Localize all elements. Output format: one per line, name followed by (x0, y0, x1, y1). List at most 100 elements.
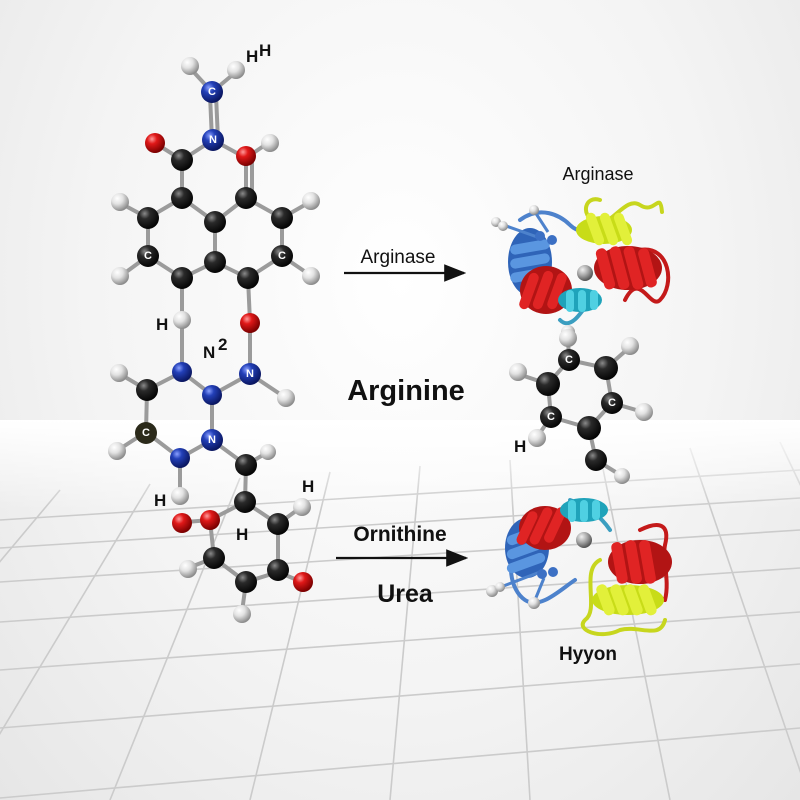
oxygen-atom (293, 572, 313, 592)
carbon-atom (267, 513, 289, 535)
atom-letter: N (208, 434, 216, 446)
helix-red-right (608, 540, 672, 584)
nitrogen-atom (202, 385, 222, 405)
carbon-atom (204, 251, 226, 273)
helix-cyan (558, 288, 602, 312)
nitrogen-atom (172, 362, 192, 382)
carbon-atom-labeled (135, 422, 157, 444)
atom-letter: C (565, 354, 573, 366)
nitrogen-atom (201, 429, 223, 451)
nitrogen-label-superscript: 2 (218, 335, 227, 354)
carbon-atom (237, 267, 259, 289)
carbon-atom-labeled (540, 406, 562, 428)
atom-letter: C (278, 250, 286, 262)
carbon-atom (235, 187, 257, 209)
hydrogen-atom (559, 329, 577, 347)
hydrogen-atom (108, 442, 126, 460)
nitrogen-atom (202, 129, 224, 151)
hydrogen-atom (621, 337, 639, 355)
helix-cyan (560, 498, 608, 522)
nitrogen-atom (239, 363, 261, 385)
atom-letter: C (608, 397, 616, 409)
helix-yellow (592, 584, 664, 616)
carbon-atom (594, 356, 618, 380)
nitrogen-atom (170, 448, 190, 468)
hydrogen-atom (277, 389, 295, 407)
protein-label-arginase: Arginase (562, 164, 633, 184)
hydrogen-atom (181, 57, 199, 75)
atom-letter: C (144, 250, 152, 262)
carbon-atom (136, 379, 158, 401)
carbon-atom (203, 547, 225, 569)
oxygen-atom (145, 133, 165, 153)
helix-red-right (594, 246, 662, 290)
diagram-title: Arginine (347, 375, 465, 407)
hydrogen-atom (635, 403, 653, 421)
hydrogen-atom (614, 468, 630, 484)
oxygen-atom (236, 146, 256, 166)
carbon-atom-labeled (137, 245, 159, 267)
hydrogen-label: H (154, 491, 166, 510)
atom-letter: C (142, 427, 150, 439)
carbon-atom (171, 187, 193, 209)
carbon-atom (585, 449, 607, 471)
hydrogen-atom (302, 192, 320, 210)
left-molecule: C N C C (108, 41, 320, 623)
carbon-atom (271, 207, 293, 229)
helix-red-left (516, 506, 571, 550)
hydrogen-label: H (236, 525, 248, 544)
arrow-label-ornithine: Ornithine (353, 523, 446, 546)
arrow-label-arginase: Arginase (361, 247, 436, 268)
hydrogen-atom (227, 61, 245, 79)
nitrogen-label: N (203, 343, 215, 362)
atom-letter: C (208, 86, 216, 98)
oxygen-atom (240, 313, 260, 333)
carbon-atom (234, 491, 256, 513)
arrow-label-urea: Urea (377, 580, 434, 608)
reaction-arrow-2: Ornithine Urea (336, 523, 469, 608)
hydrogen-label: H (259, 41, 271, 60)
hydrogen-atom (179, 560, 197, 578)
carbon-atom (267, 559, 289, 581)
hydrogen-atom (260, 444, 276, 460)
hydrogen-atom (173, 311, 191, 329)
hydrogen-atom (111, 267, 129, 285)
hydrogen-atom (528, 429, 546, 447)
carbon-atom-labeled (558, 349, 580, 371)
protein-arginase: Arginase (491, 164, 671, 339)
protein-ligand-atoms (486, 532, 592, 609)
hydrogen-label: H (156, 315, 168, 334)
carbon-atom-labeled (271, 245, 293, 267)
floor-fade (0, 420, 800, 510)
carbon-atom (204, 211, 226, 233)
carbon-atom (171, 267, 193, 289)
protein-hyyon: Hyyon (486, 498, 672, 665)
carbon-atom (235, 571, 257, 593)
carbon-atom (536, 372, 560, 396)
right-molecule: C C C H (509, 329, 653, 484)
atom-letter: C (547, 411, 555, 423)
carbon-atom (137, 207, 159, 229)
hydrogen-atom (261, 134, 279, 152)
hydrogen-atom (171, 487, 189, 505)
carbon-atom (235, 454, 257, 476)
oxygen-atom (200, 510, 220, 530)
carbon-atom (171, 149, 193, 171)
helix-yellow (576, 212, 633, 246)
left-molecule-atoms: C N C C (108, 57, 320, 623)
reaction-arrow-1: Arginase (344, 247, 467, 282)
hydrogen-atom (302, 267, 320, 285)
carbon-atom-labeled (201, 81, 223, 103)
hydrogen-label: H (246, 47, 258, 66)
hydrogen-label: H (302, 477, 314, 496)
hydrogen-atom (110, 364, 128, 382)
hydrogen-atom (509, 363, 527, 381)
carbon-atom-labeled (601, 392, 623, 414)
atom-letter: N (209, 134, 217, 146)
atom-letter: N (246, 368, 254, 380)
carbon-atom (577, 416, 601, 440)
oxygen-atom (172, 513, 192, 533)
hydrogen-atom (233, 605, 251, 623)
hydrogen-atom (293, 498, 311, 516)
